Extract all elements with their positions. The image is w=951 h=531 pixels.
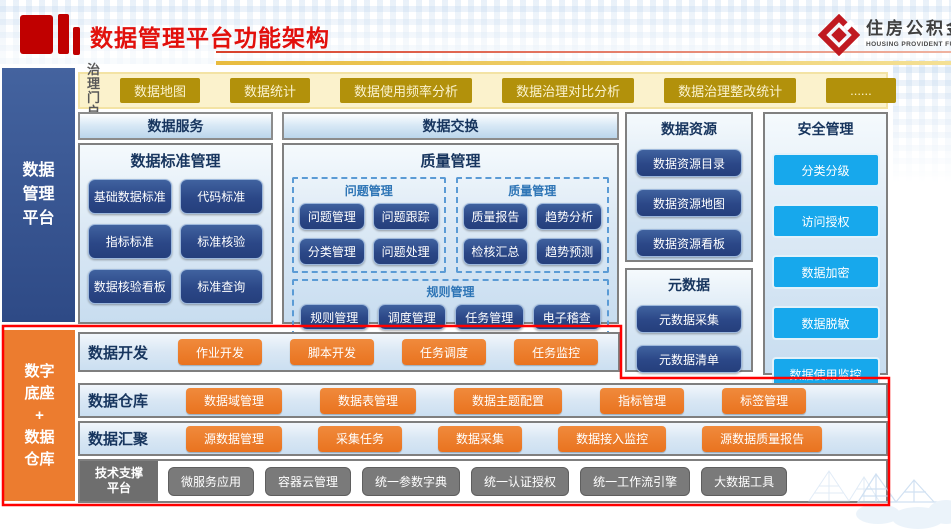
header-mosaic-decoration (0, 0, 951, 64)
rule-management-group: 规则管理 规则管理 调度管理 任务管理 电子稽查 (292, 279, 609, 337)
hpf-diamond-icon (817, 13, 861, 61)
brand-subtitle: HOUSING PROVIDENT FUND (866, 41, 951, 48)
warehouse-button-topic-configuration[interactable]: 数据主题配置 (454, 387, 563, 414)
governance-portal-label: 治理 门户 (87, 61, 101, 119)
data-exchange-bar: 数据交换 (282, 112, 619, 140)
title-underline-red (216, 51, 951, 53)
dev-button-job-development[interactable]: 作业开发 (178, 339, 263, 365)
issue-management-group: 问题管理 问题管理 问题跟踪 分类管理 问题处理 (292, 177, 446, 273)
tech-button-microservice-app[interactable]: 微服务应用 (168, 466, 255, 496)
quality-button-issue-management[interactable]: 问题管理 (299, 203, 365, 230)
quality-button-check-summary[interactable]: 检核汇总 (462, 238, 529, 265)
tech-row-label: 技术支撑 平台 (80, 461, 158, 501)
portal-button-usage-frequency-analysis[interactable]: 数据使用频率分析 (340, 78, 473, 103)
page-title: 数据管理平台功能架构 (90, 25, 330, 51)
warehouse-button-domain-management[interactable]: 数据域管理 (186, 387, 283, 414)
security-button-data-encryption[interactable]: 数据加密 (771, 255, 880, 289)
brand-name: 住房公积金 (866, 19, 951, 38)
warehouse-button-indicator-management[interactable]: 指标管理 (600, 387, 685, 414)
data-warehouse-row: 数据仓库 数据域管理 数据表管理 数据主题配置 指标管理 标签管理 (78, 383, 888, 418)
quality-button-rule-management[interactable]: 规则管理 (300, 304, 369, 330)
metadata-button-inventory[interactable]: 元数据清单 (636, 345, 742, 373)
tech-button-big-data-tools[interactable]: 大数据工具 (701, 466, 788, 496)
quality-button-trend-forecast[interactable]: 趋势预测 (536, 238, 602, 265)
sidebar-line: 仓库 (24, 450, 55, 468)
sidebar-digital-base-warehouse: 数字 底座 + 数据 仓库 (4, 330, 75, 501)
standard-button-standard-check[interactable]: 标准核验 (179, 224, 263, 259)
title-underline-gold (216, 61, 951, 65)
governance-portal-panel: 治理 门户 数据地图 数据统计 数据使用频率分析 数据治理对比分析 数据治理整改… (78, 62, 896, 118)
quality-panel-title: 质量管理 (420, 153, 481, 170)
tech-support-platform-row: 技术支撑 平台 微服务应用 容器云管理 统一参数字典 统一认证授权 统一工作流引… (78, 459, 888, 503)
warehouse-row-label: 数据仓库 (88, 393, 149, 410)
sidebar-line: 管理 (22, 186, 55, 203)
aggregation-button-access-monitoring[interactable]: 数据接入监控 (558, 425, 667, 452)
standard-button-check-dashboard[interactable]: 数据核验看板 (88, 269, 172, 304)
dev-button-task-scheduling[interactable]: 任务调度 (402, 339, 487, 365)
metadata-button-collection[interactable]: 元数据采集 (636, 305, 742, 333)
security-button-data-masking[interactable]: 数据脱敏 (771, 306, 880, 340)
right-mosaic-decoration (893, 60, 951, 190)
quality-button-schedule-management[interactable]: 调度管理 (377, 304, 446, 330)
sidebar-line: + (35, 406, 44, 424)
dev-button-script-development[interactable]: 脚本开发 (290, 339, 375, 365)
resource-button-dashboard[interactable]: 数据资源看板 (636, 229, 742, 257)
data-development-row: 数据开发 作业开发 脚本开发 任务调度 任务监控 (78, 332, 620, 372)
cityscape-watermark-icon (856, 472, 951, 529)
security-panel-title: 安全管理 (797, 121, 854, 137)
portal-button-more[interactable]: ...... (826, 78, 896, 103)
security-button-access-authorization[interactable]: 访问授权 (771, 204, 880, 238)
quality-button-task-management[interactable]: 任务管理 (455, 304, 524, 330)
sidebar-data-management-platform: 数据 管理 平台 (2, 68, 75, 322)
tech-button-unified-authentication[interactable]: 统一认证授权 (471, 466, 570, 496)
quality-subgroup: 质量管理 质量报告 趋势分析 检核汇总 趋势预测 (455, 177, 609, 273)
quality-button-issue-tracking[interactable]: 问题跟踪 (372, 203, 439, 230)
data-service-bar: 数据服务 (78, 112, 273, 140)
aggregation-button-collection-task[interactable]: 采集任务 (318, 425, 403, 452)
data-aggregation-row: 数据汇聚 源数据管理 采集任务 数据采集 数据接入监控 源数据质量报告 (78, 421, 888, 456)
sidebar-line: 数据 (22, 162, 55, 179)
portal-button-data-map[interactable]: 数据地图 (120, 78, 201, 103)
aggregation-row-label: 数据汇聚 (88, 431, 149, 448)
metadata-panel-title: 元数据 (668, 277, 710, 293)
standard-button-basic-data-standard[interactable]: 基础数据标准 (88, 179, 172, 214)
standard-button-indicator-standard[interactable]: 指标标准 (88, 224, 172, 259)
resource-panel-title: 数据资源 (661, 121, 717, 137)
portal-button-data-statistics[interactable]: 数据统计 (230, 78, 311, 103)
quality-button-trend-analysis[interactable]: 趋势分析 (536, 203, 602, 230)
sidebar-line: 底座 (24, 384, 55, 402)
aggregation-button-source-data-management[interactable]: 源数据管理 (186, 425, 283, 452)
slide-accent-blocks-icon (20, 13, 82, 55)
aggregation-button-source-quality-report[interactable]: 源数据质量报告 (702, 425, 823, 452)
warehouse-button-table-management[interactable]: 数据表管理 (320, 387, 417, 414)
standard-button-standard-query[interactable]: 标准查询 (179, 269, 263, 304)
tech-button-unified-workflow-engine[interactable]: 统一工作流引擎 (580, 466, 691, 496)
dev-row-label: 数据开发 (88, 344, 149, 362)
portal-button-governance-rectification[interactable]: 数据治理整改统计 (664, 78, 797, 103)
security-button-classification[interactable]: 分类分级 (771, 153, 880, 187)
quality-button-quality-report[interactable]: 质量报告 (462, 203, 529, 230)
resource-button-catalog[interactable]: 数据资源目录 (636, 149, 742, 177)
tech-button-container-cloud[interactable]: 容器云管理 (265, 466, 352, 496)
warehouse-button-tag-management[interactable]: 标签管理 (722, 387, 807, 414)
sidebar-line: 平台 (22, 210, 55, 227)
standard-panel-title: 数据标准管理 (130, 153, 221, 170)
data-standard-management-panel: 数据标准管理 基础数据标准 代码标准 指标标准 标准核验 数据核验看板 标准查询 (78, 143, 273, 324)
sidebar-line: 数据 (24, 428, 55, 446)
sidebar-line: 数字 (24, 362, 55, 380)
dev-button-task-monitoring[interactable]: 任务监控 (514, 339, 599, 365)
quality-button-issue-handling[interactable]: 问题处理 (372, 238, 439, 265)
housing-provident-fund-logo: 住房公积金 HOUSING PROVIDENT FUND (817, 13, 951, 61)
quality-button-category-management[interactable]: 分类管理 (299, 238, 365, 265)
portal-button-governance-comparison[interactable]: 数据治理对比分析 (502, 78, 635, 103)
security-management-panel: 安全管理 分类分级 访问授权 数据加密 数据脱敏 数据使用监控 (763, 112, 888, 391)
resource-button-map[interactable]: 数据资源地图 (636, 189, 742, 217)
tech-button-unified-parameter-dictionary[interactable]: 统一参数字典 (362, 466, 461, 496)
aggregation-button-data-collection[interactable]: 数据采集 (438, 425, 523, 452)
metadata-panel: 元数据 元数据采集 元数据清单 (625, 268, 753, 373)
quality-management-panel: 质量管理 问题管理 问题管理 问题跟踪 分类管理 问题处理 质量管理 质量报告 … (282, 143, 619, 337)
standard-button-code-standard[interactable]: 代码标准 (179, 179, 263, 214)
quality-button-electronic-audit[interactable]: 电子稽查 (532, 304, 601, 330)
data-resource-panel: 数据资源 数据资源目录 数据资源地图 数据资源看板 (625, 112, 753, 262)
